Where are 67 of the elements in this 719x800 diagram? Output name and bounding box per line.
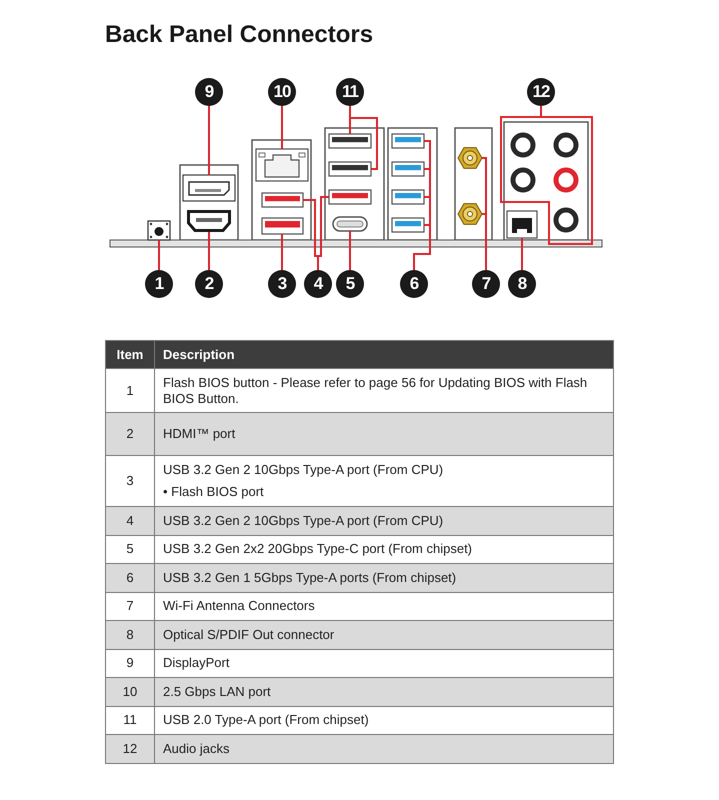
- description-text: 2.5 Gbps LAN port: [163, 684, 271, 700]
- item-number: 4: [126, 512, 134, 529]
- leader-line: [521, 238, 523, 270]
- item-number: 3: [126, 473, 134, 489]
- item-number: 7: [126, 598, 134, 614]
- callout-number: 2: [195, 270, 223, 298]
- callout-number: 1: [145, 270, 173, 298]
- leader-line: [349, 231, 351, 270]
- leader-line: [281, 106, 283, 149]
- audio-jacks: [500, 116, 593, 245]
- column-header: Description: [163, 346, 235, 362]
- item-number: 12: [122, 740, 138, 757]
- description-text: Wi-Fi Antenna Connectors: [163, 598, 315, 614]
- antenna-connector: [457, 203, 483, 225]
- callout-number: 8: [508, 270, 536, 298]
- callout-number: 9: [195, 78, 223, 106]
- callout-number: 4: [304, 270, 332, 298]
- usb-port: [261, 217, 304, 235]
- usb-port: [328, 189, 372, 205]
- description-text: USB 2.0 Type-A port (From chipset): [163, 712, 369, 728]
- description-text: Audio jacks: [163, 740, 230, 757]
- item-number: 8: [126, 626, 134, 643]
- item-number: 2: [126, 426, 134, 442]
- description-text: HDMI™ port: [163, 426, 236, 442]
- leader-line: [158, 240, 160, 270]
- usb-port: [391, 161, 425, 177]
- leader-line: [208, 106, 210, 175]
- usb-port: [261, 192, 304, 208]
- usb-port: [391, 217, 425, 233]
- callout-number: 3: [268, 270, 296, 298]
- hdmi-port: [187, 210, 231, 232]
- bullet-item: • Flash BIOS port: [163, 484, 264, 500]
- ethernet-port: [255, 148, 309, 182]
- item-number: 5: [126, 541, 134, 558]
- usb-port: [328, 161, 372, 177]
- leader-line: [208, 232, 210, 270]
- callout-number: 12: [527, 78, 555, 106]
- bios-button: [147, 220, 171, 241]
- callout-number: 7: [472, 270, 500, 298]
- page-title: Back Panel Connectors: [105, 20, 374, 50]
- description-text: USB 3.2 Gen 1 5Gbps Type-A ports (From chipset): [163, 570, 456, 586]
- column-header: Item: [116, 346, 144, 362]
- usb-port: [391, 133, 425, 149]
- antenna-connector: [457, 147, 483, 169]
- usb-port: [391, 189, 425, 205]
- callout-number: 10: [268, 78, 296, 106]
- optical-audio-port: [506, 210, 538, 239]
- leader-line: [317, 196, 329, 270]
- item-number: 6: [126, 570, 134, 586]
- usb-c-port: [332, 216, 368, 232]
- item-number: 10: [122, 684, 138, 700]
- description-text: USB 3.2 Gen 2x2 20Gbps Type-C port (From chipset): [163, 541, 472, 558]
- usb-port: [328, 133, 372, 149]
- leader-line: [281, 234, 283, 270]
- displayport-port: [182, 174, 236, 202]
- description-text: DisplayPort: [163, 655, 230, 672]
- item-number: 11: [123, 712, 137, 728]
- item-number: 1: [126, 382, 134, 398]
- description-text: Flash BIOS button - Please refer to page 56 for Updating BIOS with Flash BIOS Button.: [163, 374, 588, 406]
- callout-number: 6: [400, 270, 428, 298]
- callout-number: 11: [336, 78, 364, 106]
- callout-number: 5: [336, 270, 364, 298]
- description-text: Optical S/PDIF Out connector: [163, 626, 334, 643]
- description-text: USB 3.2 Gen 2 10Gbps Type-A port (From CPU): [163, 512, 444, 529]
- leader-line: [540, 106, 542, 117]
- item-number: 9: [126, 655, 134, 672]
- description-text: USB 3.2 Gen 2 10Gbps Type-A port (From CPU): [163, 462, 444, 478]
